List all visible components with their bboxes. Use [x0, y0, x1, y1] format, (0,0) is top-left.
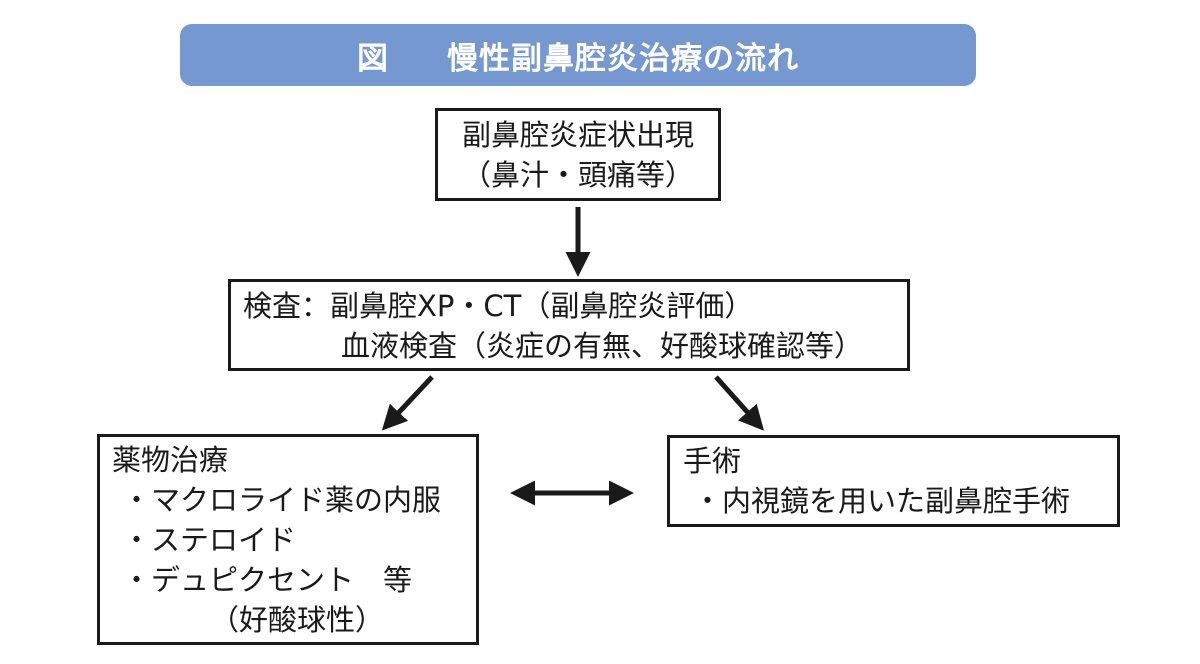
arrow-exam-to-surgery	[714, 375, 764, 431]
drug-item-macrolide: ・マクロライド薬の内服	[122, 483, 442, 517]
drug-item-note: （好酸球性）	[210, 603, 385, 637]
surgery-node: 手術 ・内視鏡を用いた副鼻腔手術	[667, 435, 1120, 527]
figure-label: 図	[357, 40, 389, 77]
exam-imaging: 検査：副鼻腔XP・CT（副鼻腔炎評価）	[243, 289, 754, 323]
symptoms-node: 副鼻腔炎症状出現 （鼻汁・頭痛等）	[435, 108, 721, 201]
symptoms-examples: （鼻汁・頭痛等）	[461, 158, 694, 192]
drug-item-steroid: ・ステロイド	[122, 523, 297, 557]
examination-node: 検査：副鼻腔XP・CT（副鼻腔炎評価） 血液検査（炎症の有無、好酸球確認等）	[228, 279, 910, 371]
drug-therapy-heading: 薬物治療	[112, 443, 229, 477]
diagram-title-banner: 図 慢性副鼻腔炎治療の流れ	[180, 24, 976, 86]
surgery-heading: 手術	[683, 444, 742, 478]
surgery-item-endoscopic: ・内視鏡を用いた副鼻腔手術	[693, 484, 1071, 518]
symptoms-title: 副鼻腔炎症状出現	[461, 118, 694, 152]
drug-therapy-node: 薬物治療 ・マクロライド薬の内服 ・ステロイド ・デュピクセント 等 （好酸球性…	[97, 434, 479, 645]
drug-item-dupixent: ・デュピクセント 等	[122, 563, 413, 597]
diagram-title: 慢性副鼻腔炎治療の流れ	[447, 40, 799, 77]
exam-blood-test: 血液検査（炎症の有無、好酸球確認等）	[341, 329, 864, 363]
arrow-exam-to-drug	[381, 375, 434, 431]
